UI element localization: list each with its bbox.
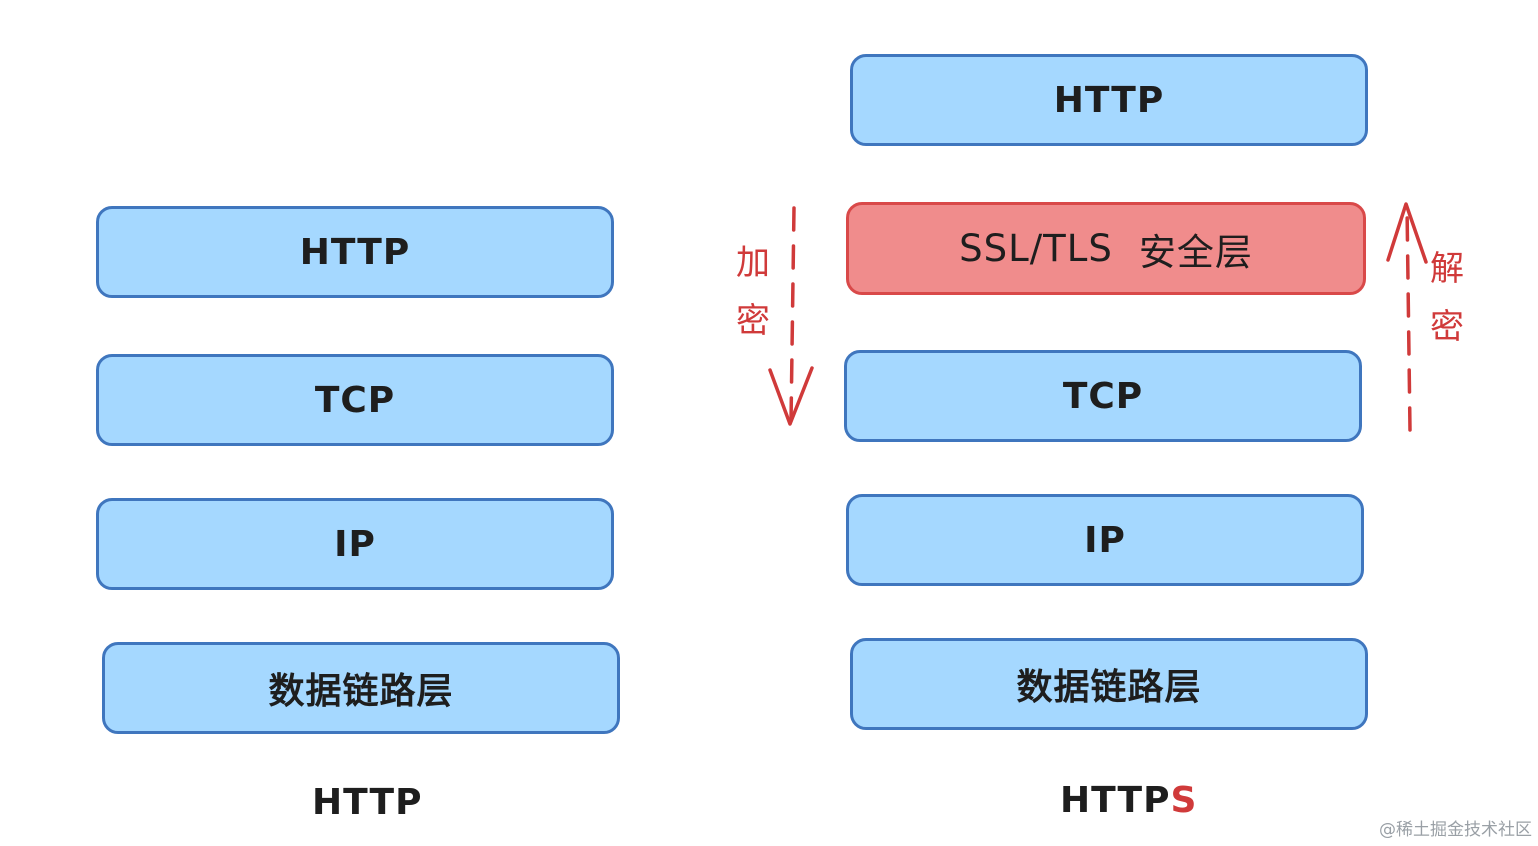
encrypt-char-2: 密 bbox=[736, 301, 770, 341]
https-layer-http: HTTP bbox=[850, 54, 1368, 146]
https-layer-ssl-tls: SSL/TLS 安全层 bbox=[846, 202, 1366, 295]
https-layer-datalink: 数据链路层 bbox=[850, 638, 1368, 730]
decrypt-label: 解 密 bbox=[1430, 240, 1464, 356]
decrypt-char-2: 密 bbox=[1430, 307, 1464, 347]
https-layer-ip: IP bbox=[846, 494, 1364, 586]
https-caption: HTTPS bbox=[1060, 780, 1197, 821]
http-layer-ip: IP bbox=[96, 498, 614, 590]
encrypt-arrow-head bbox=[768, 366, 814, 426]
http-layer-http: HTTP bbox=[96, 206, 614, 298]
https-caption-accent: S bbox=[1170, 780, 1198, 821]
http-layer-datalink: 数据链路层 bbox=[102, 642, 620, 734]
decrypt-char-1: 解 bbox=[1430, 249, 1464, 289]
http-layer-tcp: TCP bbox=[96, 354, 614, 446]
encrypt-arrow-shaft bbox=[789, 206, 796, 424]
decrypt-arrow-shaft bbox=[1405, 204, 1412, 432]
encrypt-char-1: 加 bbox=[736, 243, 770, 283]
decrypt-arrow-head bbox=[1386, 202, 1428, 264]
watermark: @稀土掘金技术社区 bbox=[1379, 820, 1532, 840]
security-layer-label: 安全层 bbox=[1138, 230, 1253, 274]
https-caption-main: HTTP bbox=[1060, 780, 1171, 821]
http-caption: HTTP bbox=[312, 782, 423, 823]
https-layer-tcp: TCP bbox=[844, 350, 1362, 442]
ssl-tls-label: SSL/TLS bbox=[959, 227, 1113, 270]
encrypt-label: 加 密 bbox=[736, 234, 770, 350]
